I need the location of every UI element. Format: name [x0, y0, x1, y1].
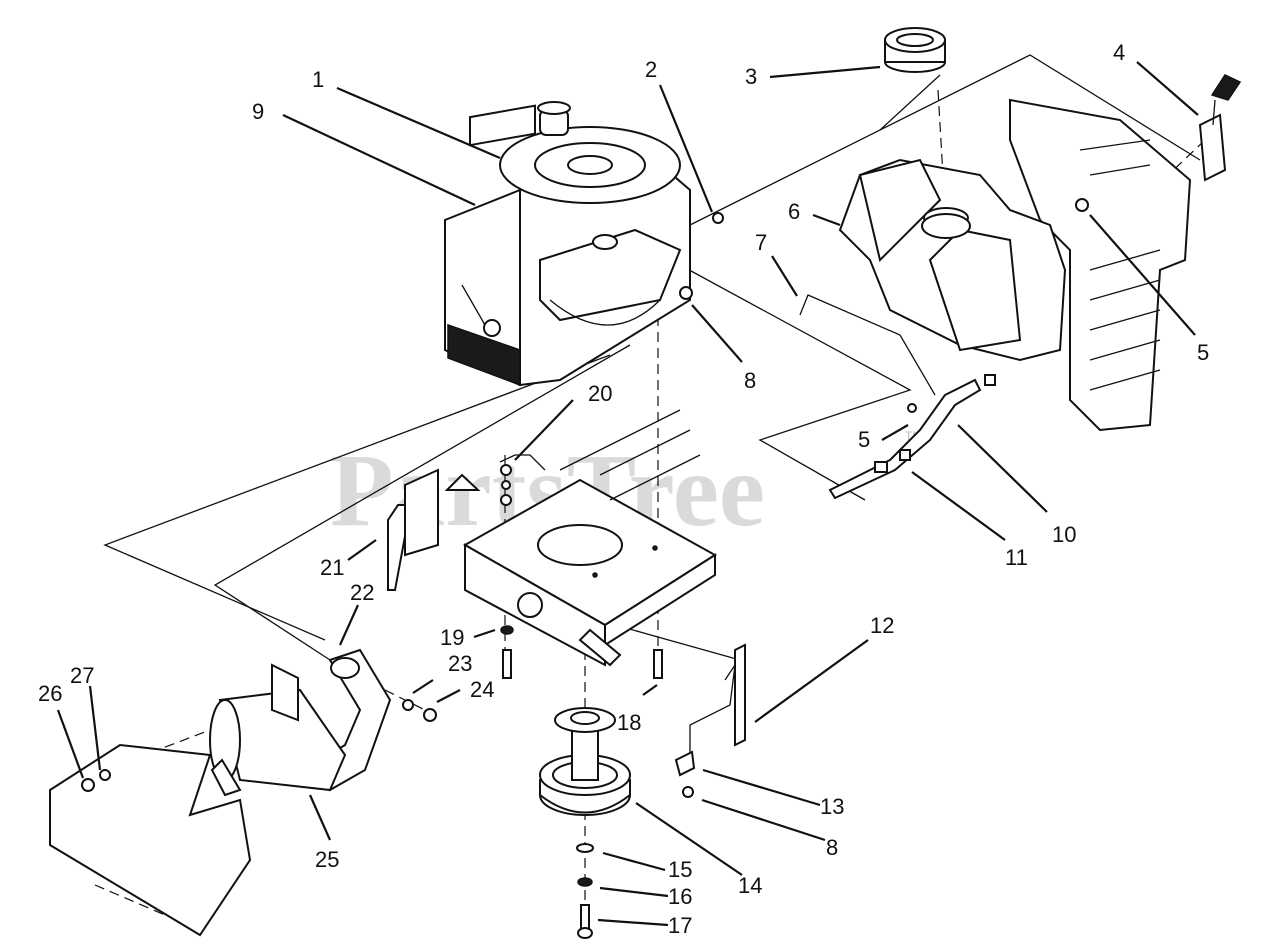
callout-5-lower: 5	[858, 427, 870, 452]
callout-22: 22	[350, 580, 374, 605]
callout-25: 25	[315, 847, 339, 872]
brackets-and-rods	[387, 454, 746, 777]
muffler-assembly	[49, 648, 437, 937]
fuel-line	[712, 212, 996, 500]
callout-13: 13	[820, 794, 844, 819]
fuel-cap	[884, 27, 946, 73]
engine	[444, 101, 691, 387]
callout-14: 14	[738, 873, 762, 898]
fuel-tank-and-dash	[838, 98, 1192, 432]
callout-15: 15	[668, 857, 692, 882]
callout-8-lower: 8	[826, 835, 838, 860]
callout-7: 7	[755, 230, 767, 255]
callout-26: 26	[38, 681, 62, 706]
callout-24: 24	[470, 677, 494, 702]
callout-10: 10	[1052, 522, 1076, 547]
assembly-outline-lines	[103, 54, 1201, 661]
callout-labels: 1 2 3 4 5 5 6 7 8 8 9 10 11 12 13 14 15 …	[38, 40, 1209, 938]
pulley-and-hardware	[500, 286, 694, 939]
callout-16: 16	[668, 884, 692, 909]
callout-23: 23	[448, 651, 472, 676]
callout-3: 3	[745, 64, 757, 89]
callout-2: 2	[645, 57, 657, 82]
callout-6: 6	[788, 199, 800, 224]
callout-20: 20	[588, 381, 612, 406]
callout-27: 27	[70, 663, 94, 688]
callout-12: 12	[870, 613, 894, 638]
leader-lines	[56, 61, 1199, 927]
engine-mounting-plate	[462, 409, 717, 667]
callout-4: 4	[1113, 40, 1125, 65]
callout-8-upper: 8	[744, 368, 756, 393]
callout-11: 11	[1005, 545, 1028, 570]
callout-1: 1	[312, 67, 324, 92]
callout-18: 18	[617, 710, 641, 735]
callout-19: 19	[440, 625, 464, 650]
callout-21: 21	[320, 555, 344, 580]
ignition-switch	[1198, 74, 1242, 182]
callout-17: 17	[668, 913, 692, 938]
callout-9: 9	[252, 99, 264, 124]
callout-5-upper: 5	[1197, 340, 1209, 365]
